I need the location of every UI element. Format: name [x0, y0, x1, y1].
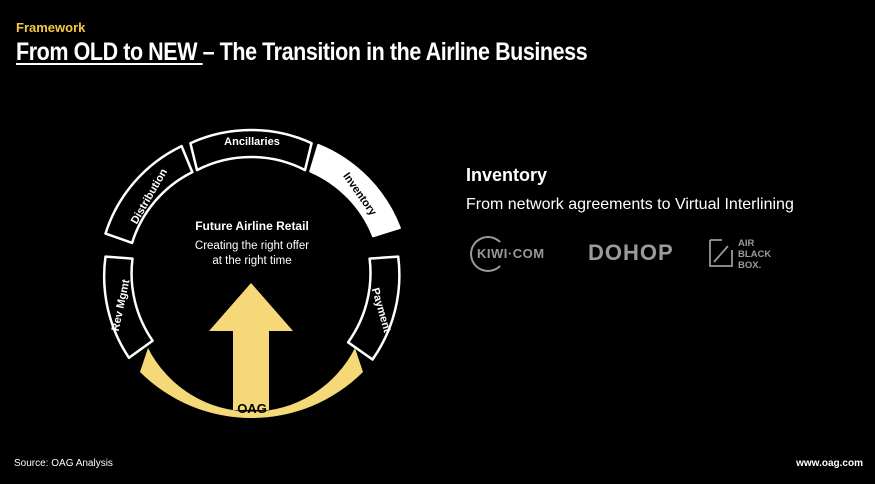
center-line-2: at the right time: [212, 255, 291, 267]
kiwi-logo-ring: [470, 236, 506, 272]
website-link[interactable]: www.oag.com: [796, 458, 863, 469]
kiwi-logo-text: KIWI·COM: [477, 246, 545, 261]
segment-payment: [346, 255, 401, 361]
upward-arrow: [209, 283, 293, 410]
title-underlined-part: From OLD to NEW: [16, 38, 203, 66]
abb-line-3: BOX.: [738, 260, 762, 271]
center-title: Future Airline Retail: [195, 219, 309, 233]
kiwi-logo: KIWI·COM: [470, 236, 552, 274]
segment-rev-mgmt: [102, 255, 154, 360]
wheel-segments: [102, 128, 401, 361]
center-line-1: Creating the right offer: [195, 240, 309, 252]
segment-label-ancillaries: Ancillaries: [224, 136, 280, 148]
segment-oag: [140, 348, 363, 419]
panel-heading: Inventory: [466, 165, 548, 185]
abb-line-1: AIR: [738, 238, 755, 249]
title-rest: – The Transition in the Airline Business: [202, 38, 588, 66]
section-kicker: Framework: [16, 20, 86, 35]
segment-distribution: [104, 144, 194, 245]
segment-ancillaries: [189, 128, 313, 172]
abb-line-2: BLACK: [738, 249, 772, 260]
air-black-box-logo: AIR BLACK BOX.: [708, 238, 788, 272]
dohop-logo: DOHOP: [588, 240, 674, 265]
air-black-box-icon: [709, 239, 733, 267]
air-black-box-text: AIR BLACK BOX.: [738, 238, 771, 271]
segment-label-oag: OAG: [237, 401, 267, 416]
source-note: Source: OAG Analysis: [14, 458, 113, 469]
panel-subheading: From network agreements to Virtual Inter…: [466, 196, 794, 213]
segment-inventory: [309, 143, 401, 238]
page-title: From OLD to NEW – The Transition in the …: [16, 38, 588, 67]
